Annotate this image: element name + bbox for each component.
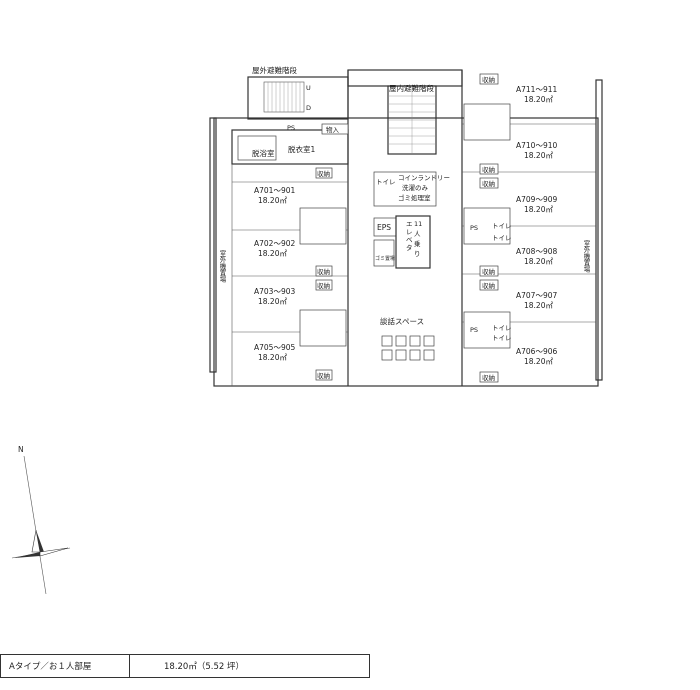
cleaning-label: ゴミ置場	[375, 255, 395, 262]
bathtub-icon	[237, 135, 277, 161]
right-toilet-label-2: トイレ	[492, 234, 512, 242]
right-bath-unit-2	[463, 207, 511, 245]
outdoor-stair-treads	[267, 82, 301, 112]
right-ps-label-2: PS	[470, 326, 478, 334]
elevator-cap-3: 乗	[414, 239, 421, 248]
elevator-char-4: タ	[406, 243, 413, 252]
ps-label-top: PS	[287, 124, 295, 132]
right-bath-unit-3	[463, 311, 511, 349]
room-area-left-4: 18.20㎡	[258, 353, 287, 362]
laundry-room	[373, 171, 437, 207]
stair-up-label: U	[306, 84, 311, 92]
left-storage-label-4: 収納	[317, 371, 330, 380]
outdoor-stair-block	[247, 76, 349, 120]
building-outline	[213, 117, 599, 387]
room-area-right-6: 18.20㎡	[524, 357, 553, 366]
right-storage-2	[479, 163, 499, 175]
room-area-right-3: 18.20㎡	[524, 205, 553, 214]
left-storage-label-3: 収納	[317, 281, 330, 290]
right-bath-unit-1	[463, 103, 511, 141]
lounge-tables	[381, 335, 435, 361]
room-type-label: Aタイプ／お１人部屋	[1, 655, 130, 677]
right-toilet-label-4: トイレ	[492, 334, 512, 342]
right-storage-3	[479, 177, 499, 189]
eps-label: EPS	[377, 223, 391, 232]
bath-label: 脱浴室	[252, 148, 275, 158]
room-name-right-2: A710～910	[516, 141, 557, 150]
outdoor-stair-label: 屋外避難階段	[252, 65, 297, 75]
toilet-center-label: トイレ	[376, 178, 396, 186]
room-name-right-1: A711～911	[516, 85, 557, 94]
laundry-label: コインランドリー	[398, 174, 450, 182]
room-name-left-2: A702～902	[254, 239, 295, 248]
elevator-cap-1: 11	[414, 220, 422, 228]
right-toilet-label-1: トイレ	[492, 222, 512, 230]
room-area-right-4: 18.20㎡	[524, 257, 553, 266]
stair-down-label: D	[306, 104, 311, 112]
room-area-right-2: 18.20㎡	[524, 151, 553, 160]
laundry2-label: 洗濯のみ	[402, 183, 429, 192]
compass-icon	[11, 455, 71, 595]
room-area-label: 18.20㎡（5.52 坪）	[164, 662, 244, 672]
elevator-cap-4: り	[414, 250, 421, 258]
right-ps-label-1: PS	[470, 224, 478, 232]
room-name-right-6: A706～906	[516, 347, 557, 356]
storage-top-label: 物入	[326, 125, 340, 134]
garbage-label: ゴミ処理室	[398, 193, 431, 202]
room-name-right-4: A708～908	[516, 247, 557, 256]
left-storage-4	[315, 369, 333, 381]
room-area-left-3: 18.20㎡	[258, 297, 287, 306]
right-storage-label-3: 収納	[482, 179, 495, 188]
right-storage-label-4: 収納	[482, 267, 495, 276]
room-name-left-3: A703～903	[254, 287, 295, 296]
left-bath-unit-2	[299, 309, 347, 347]
space-label: 談話スペース	[380, 316, 424, 326]
bath-block	[231, 129, 349, 165]
left-balcony-rail	[209, 117, 217, 373]
indoor-stair-label: 屋内避難階段	[389, 83, 434, 93]
left-storage-1	[315, 167, 333, 179]
elevator-char-1: エ	[406, 220, 413, 228]
right-storage-label-6: 収納	[482, 373, 495, 382]
right-storage-4	[479, 265, 499, 277]
left-storage-label-1: 収納	[317, 169, 330, 178]
right-storage-label-2: 収納	[482, 165, 495, 174]
room-area-right-5: 18.20㎡	[524, 301, 553, 310]
left-storage-label-2: 収納	[317, 267, 330, 276]
indoor-stair-treads	[388, 86, 436, 154]
room-area-left-1: 18.20㎡	[258, 196, 287, 205]
right-storage-6	[479, 371, 499, 383]
right-storage-1	[479, 73, 499, 85]
compass-north-label: N	[18, 445, 24, 454]
dressing-label: 脱衣室1	[288, 144, 315, 154]
room-name-left-4: A705～905	[254, 343, 295, 352]
room-name-right-5: A707～907	[516, 291, 557, 300]
right-storage-label-1: 収納	[482, 75, 495, 84]
storage-top-box	[321, 123, 349, 135]
room-area-right-1: 18.20㎡	[524, 95, 553, 104]
left-storage-3	[315, 279, 333, 291]
room-area-left-2: 18.20㎡	[258, 249, 287, 258]
machine-left-label: 室外機置場	[218, 249, 226, 284]
room-name-left-1: A701～901	[254, 186, 295, 195]
elevator-shaft	[395, 215, 431, 269]
right-storage-5	[479, 279, 499, 291]
elevator-cap-2: 人	[414, 230, 421, 238]
right-balcony-rail	[595, 79, 603, 381]
left-bath-unit-1	[299, 207, 347, 245]
right-storage-label-5: 収納	[482, 281, 495, 290]
cleaning-room	[373, 239, 395, 267]
room-name-right-3: A709～909	[516, 195, 557, 204]
elevator-char-3: ベ	[406, 236, 413, 244]
machine-right-label: 室外機置場	[582, 239, 590, 274]
footer-info-bar: Aタイプ／お１人部屋 18.20㎡（5.52 坪）	[0, 654, 370, 678]
left-storage-2	[315, 265, 333, 277]
elevator-char-2: レ	[406, 228, 413, 236]
right-toilet-label-3: トイレ	[492, 324, 512, 332]
